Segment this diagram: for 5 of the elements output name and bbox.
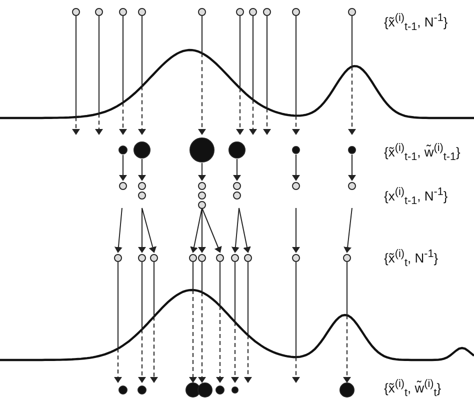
math-label: {x̃$^{(i)}$$_{t-1}$, N$^{-1}$}	[384, 12, 448, 33]
math-label: {x̃$^{(i)}$$_{t}$, w̃$^{(i)}$$_{t}$}	[384, 378, 442, 399]
math-label: {x̃$^{(i)}$$_{t-1}$, w̃$^{(i)}$$_{t-1}$}	[384, 142, 460, 163]
math-label: {x̃$^{(i)}$$_{t}$, N$^{-1}$}	[384, 248, 438, 269]
math-label: {x$^{(i)}$$_{t-1}$, N$^{-1}$}	[384, 186, 448, 207]
